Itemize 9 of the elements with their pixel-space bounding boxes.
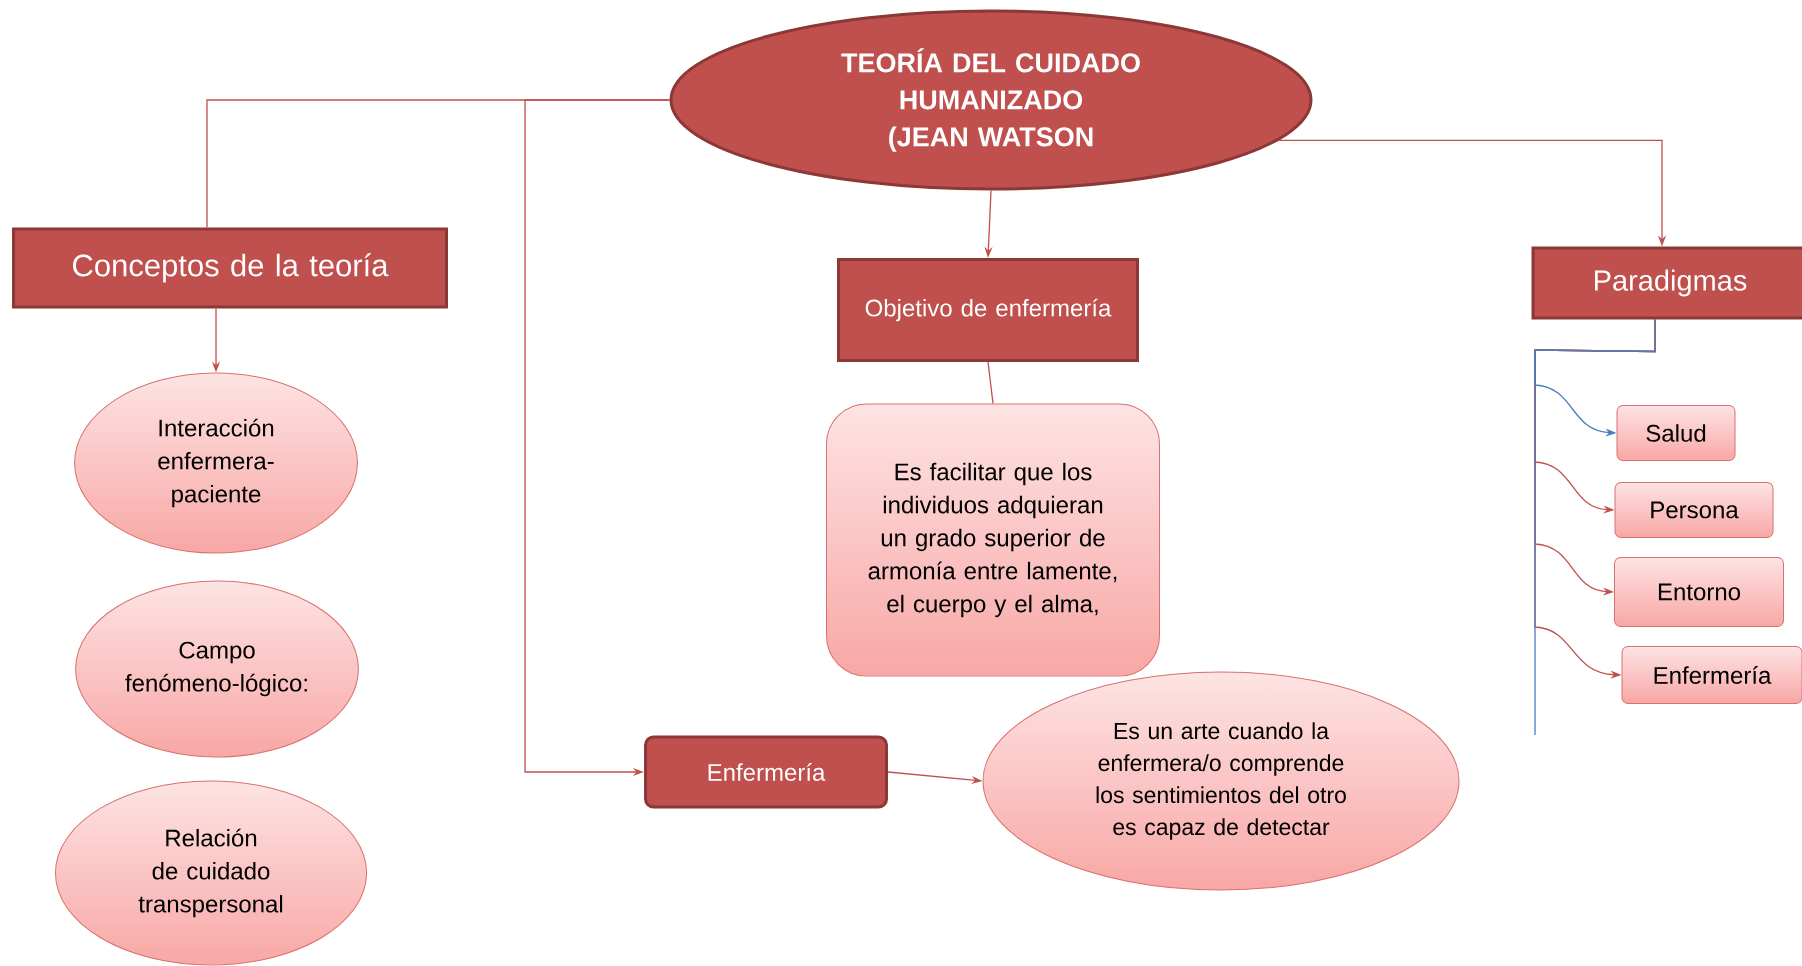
paradigm-box: Enfermería: [1621, 646, 1802, 704]
paradigm-box: Persona: [1614, 482, 1774, 538]
description-box: Es facilitar que los individuos adquieran un grado superior de armonía entre lamente, el cuerpo y el alma,: [826, 403, 1160, 677]
concept-box: Enfermería: [644, 735, 888, 809]
concept-box: Paradigmas: [1531, 246, 1802, 320]
concept-box: Objetivo de enfermería: [837, 258, 1139, 362]
concept-box: Conceptos de la teoría: [12, 227, 448, 309]
paradigm-box: Salud: [1616, 405, 1736, 461]
paradigm-box: Entorno: [1614, 557, 1784, 627]
